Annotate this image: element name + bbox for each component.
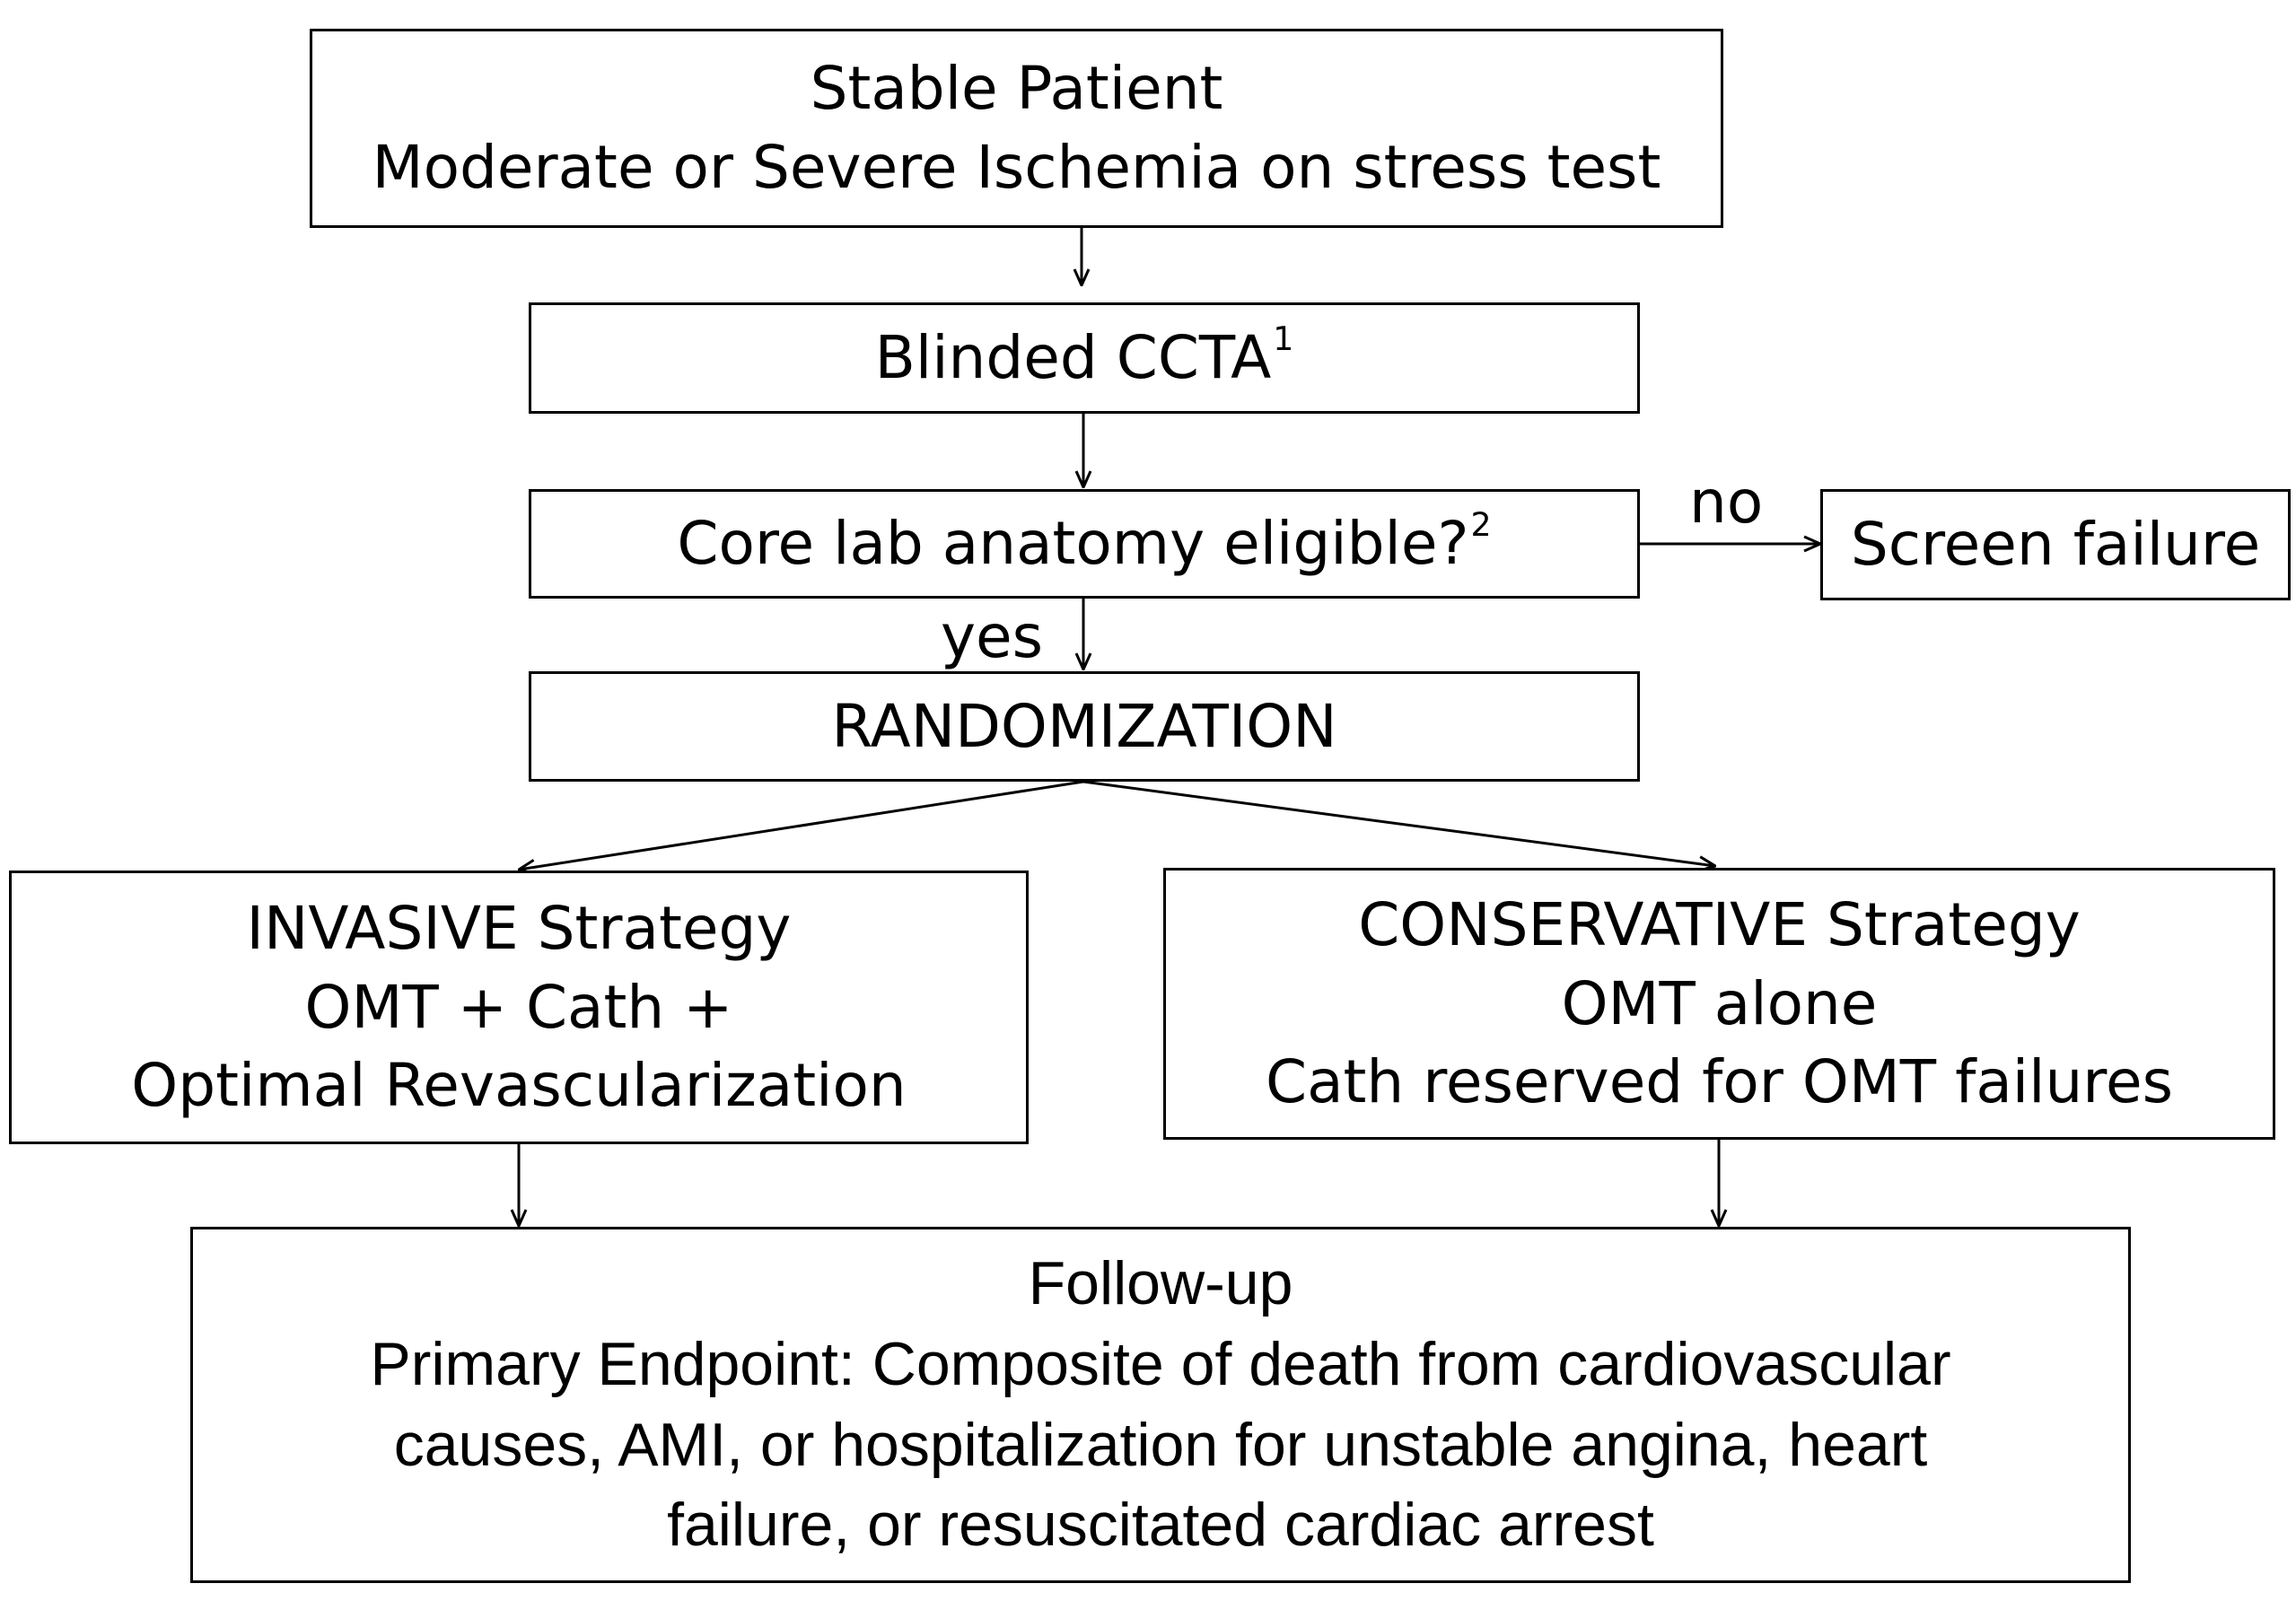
conservative-strategy-line3: Cath reserved for OMT failures bbox=[1266, 1047, 2173, 1117]
conservative-strategy-box: CONSERVATIVE Strategy OMT alone Cath res… bbox=[1163, 868, 2275, 1140]
primary-endpoint-line3: failure, or resuscitated cardiac arrest bbox=[667, 1491, 1654, 1560]
footnote-marker-1: 1 bbox=[1273, 319, 1294, 359]
follow-up-title: Follow-up bbox=[1028, 1249, 1293, 1317]
conservative-strategy-title: CONSERVATIVE Strategy bbox=[1358, 889, 2081, 959]
invasive-strategy-line3: Optimal Revascularization bbox=[131, 1051, 907, 1121]
randomization-box: RANDOMIZATION bbox=[529, 671, 1640, 782]
primary-endpoint-line1: Primary Endpoint: Composite of death fro… bbox=[370, 1329, 1951, 1398]
invasive-strategy-box: INVASIVE Strategy OMT + Cath + Optimal R… bbox=[9, 870, 1029, 1144]
screen-failure-label: Screen failure bbox=[1850, 510, 2261, 580]
stable-patient-subtitle: Moderate or Severe Ischemia on stress te… bbox=[372, 133, 1661, 202]
edge-label-no: no bbox=[1689, 468, 1764, 537]
follow-up-box: Follow-up Primary Endpoint: Composite of… bbox=[190, 1227, 2131, 1583]
blinded-ccta-label: Blinded CCTA bbox=[874, 323, 1272, 393]
stable-patient-title: Stable Patient bbox=[810, 54, 1223, 124]
primary-endpoint-line2: causes, AMI, or hospitalization for unst… bbox=[393, 1410, 1928, 1479]
stable-patient-box: Stable Patient Moderate or Severe Ischem… bbox=[310, 29, 1723, 228]
footnote-marker-2: 2 bbox=[1470, 505, 1492, 545]
invasive-strategy-line2: OMT + Cath + bbox=[304, 972, 733, 1042]
invasive-strategy-title: INVASIVE Strategy bbox=[246, 893, 792, 963]
conservative-strategy-line2: OMT alone bbox=[1561, 968, 1878, 1038]
edge-label-yes: yes bbox=[941, 602, 1044, 671]
eligibility-box: Core lab anatomy eligible?2 bbox=[529, 489, 1640, 599]
eligibility-question: Core lab anatomy eligible? bbox=[677, 509, 1469, 579]
randomization-label: RANDOMIZATION bbox=[831, 691, 1337, 761]
arrow-randomization-to-invasive bbox=[519, 780, 1084, 870]
blinded-ccta-box: Blinded CCTA1 bbox=[529, 302, 1640, 414]
arrow-randomization-to-conservative bbox=[1082, 780, 1715, 866]
screen-failure-box: Screen failure bbox=[1820, 489, 2291, 600]
